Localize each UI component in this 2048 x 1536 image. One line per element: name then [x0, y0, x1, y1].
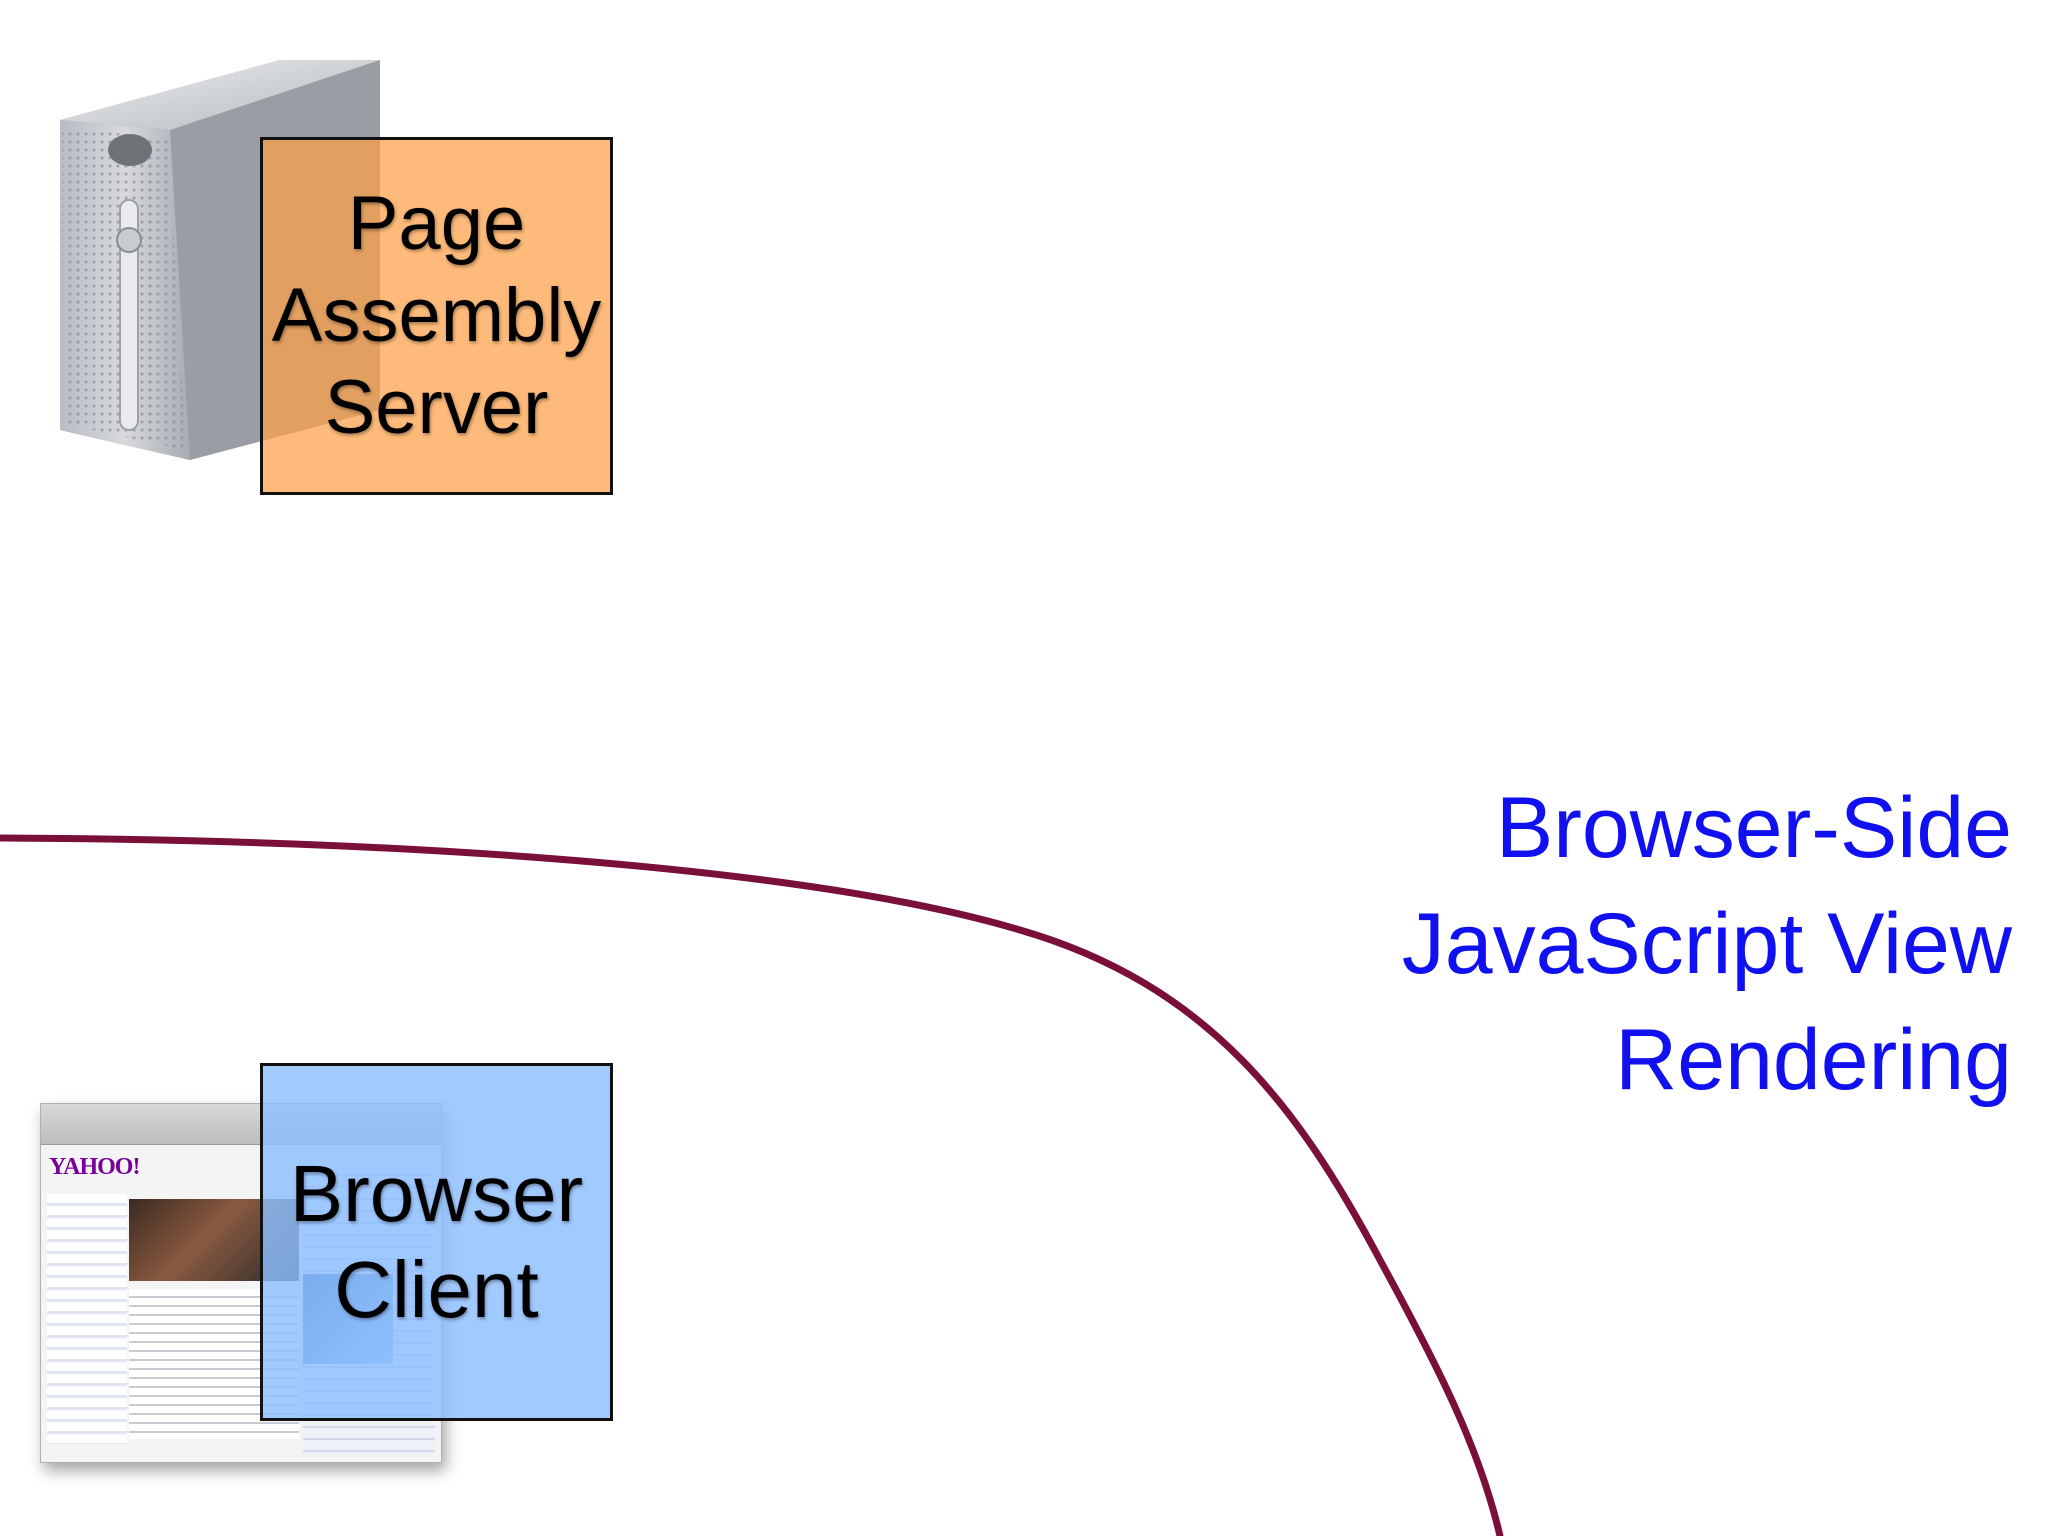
caption-line-3: Rendering	[1615, 1012, 2012, 1108]
thumbnail-sidebar	[47, 1194, 127, 1444]
page-assembly-server-label: Page Assembly Server	[271, 181, 602, 450]
browser-client-label: Browser Client	[289, 1149, 584, 1334]
browser-client-box: Browser Client	[260, 1063, 613, 1421]
browser-side-rendering-caption: Browser-Side JavaScript View Rendering	[1212, 770, 2012, 1118]
page-assembly-server-box: Page Assembly Server	[260, 137, 613, 495]
yahoo-logo: YAHOO!	[49, 1154, 140, 1180]
caption-line-2: JavaScript View	[1401, 896, 2012, 992]
caption-line-1: Browser-Side	[1495, 780, 2012, 876]
